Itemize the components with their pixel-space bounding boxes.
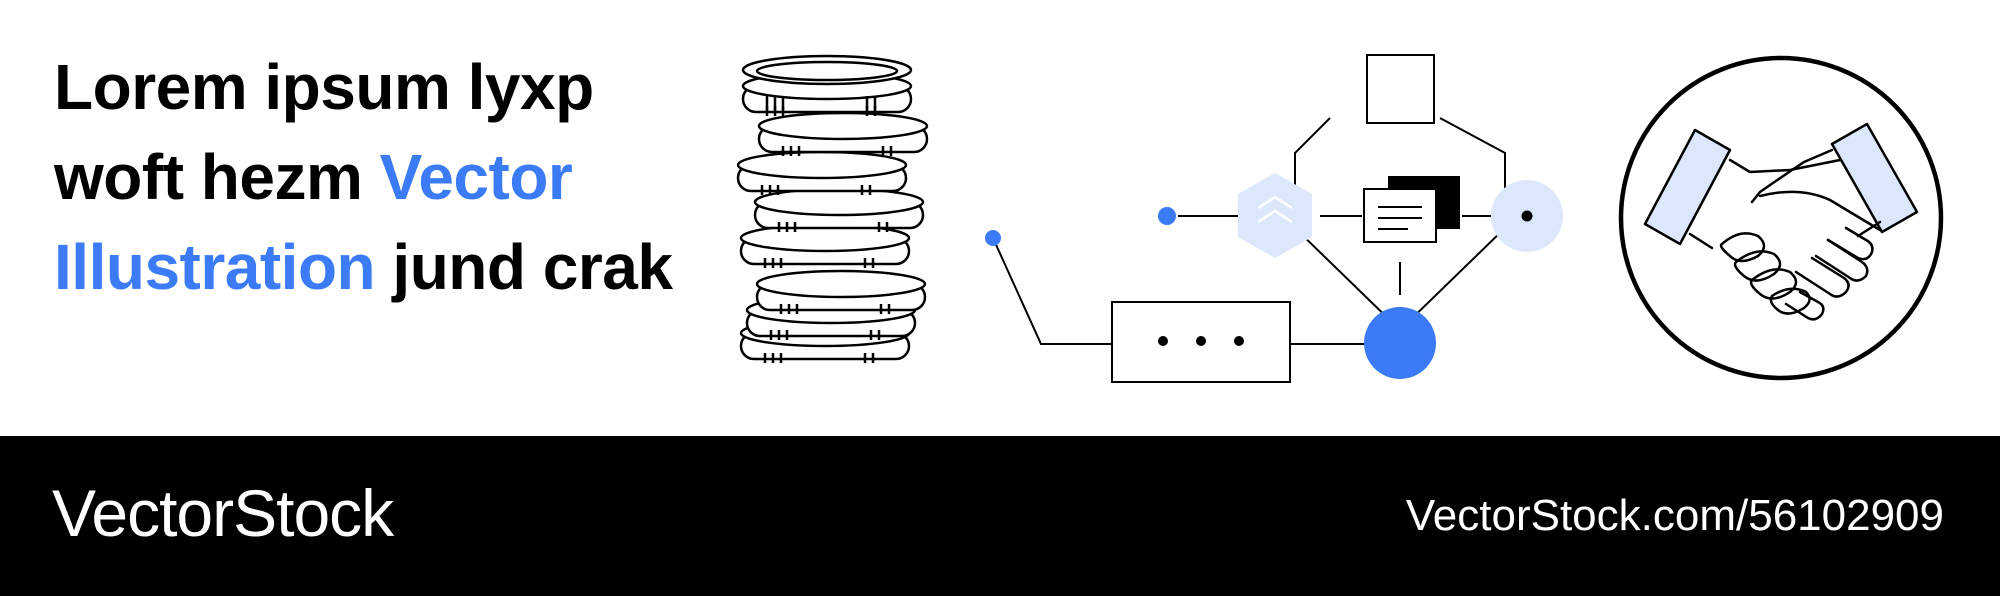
headline-text-end: jund crak: [375, 231, 673, 303]
network-diagram-icon: [985, 54, 1563, 383]
headline-accent: Vector Illustration: [54, 141, 573, 303]
illustration: [736, 54, 1944, 383]
handshake-icon: [1618, 55, 1944, 381]
headline: Lorem ipsum lyxp woft hezm Vector Illust…: [54, 42, 694, 312]
brand-logo: VectorStock: [52, 476, 394, 550]
coin-stack-icon: [736, 54, 929, 365]
image-url: VectorStock.com/56102909: [1405, 491, 1944, 540]
headline-text-start: Lorem ipsum lyxp woft hezm: [54, 51, 594, 213]
footer-bar: VectorStock VectorStock.com/56102909: [0, 436, 2000, 596]
